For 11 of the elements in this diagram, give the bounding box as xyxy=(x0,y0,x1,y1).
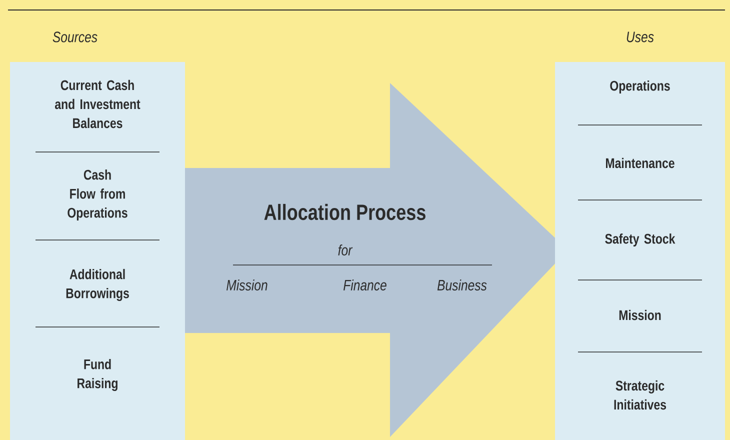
list-item: Mission xyxy=(619,310,661,320)
list-item: Operations xyxy=(610,80,670,94)
list-item: Additional Borrowings xyxy=(66,268,129,302)
list-item: Cash Flow from Operations xyxy=(68,169,128,221)
list-item: Safety Stock xyxy=(605,233,676,247)
list-item: Current Cash and Investment Balances xyxy=(55,80,140,128)
node-label: Sources xyxy=(52,32,98,42)
list-item: Strategic Initiatives xyxy=(614,380,666,410)
list-item: Fund Raising xyxy=(78,358,118,392)
node-label: Uses xyxy=(626,32,654,42)
list-item: Maintenance xyxy=(606,158,674,168)
